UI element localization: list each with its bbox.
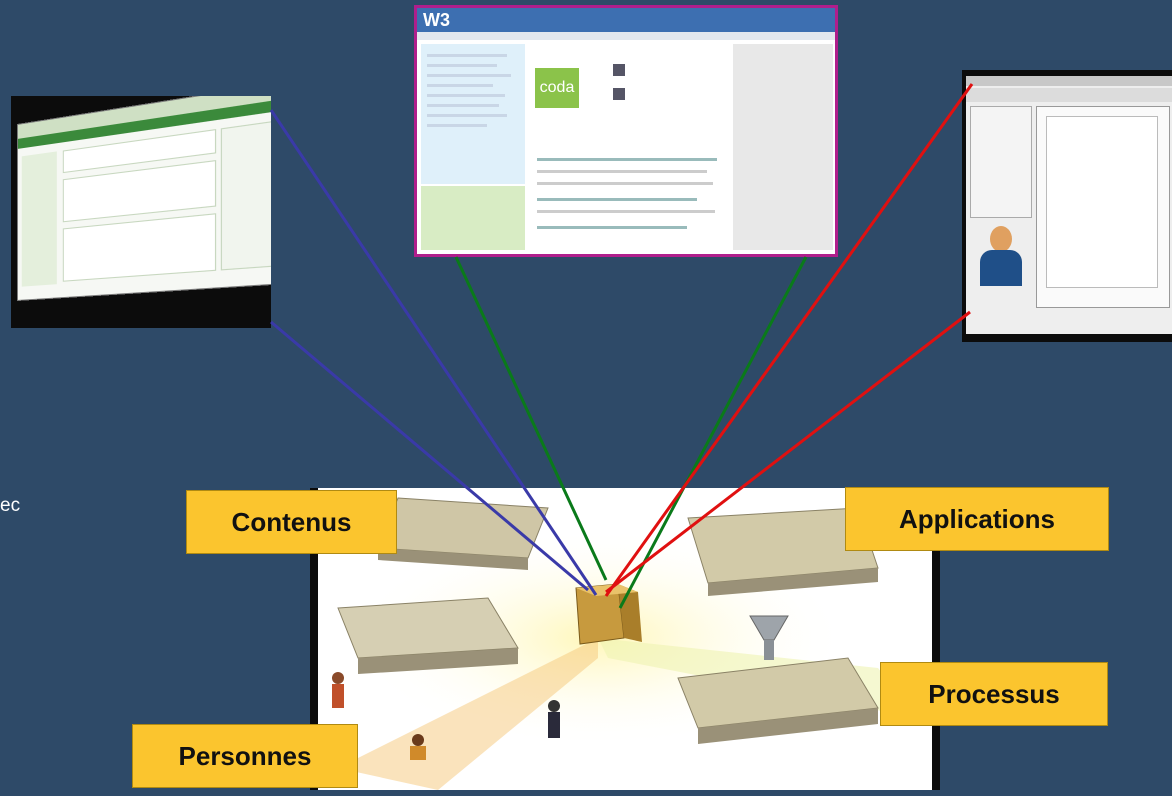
- label-contenus: Contenus: [186, 490, 397, 554]
- label-personnes: Personnes: [132, 724, 358, 788]
- coda-badge: coda: [535, 68, 579, 108]
- line-right-lower: [605, 310, 971, 594]
- line-center-right: [618, 256, 808, 609]
- screenshot-left: [11, 96, 271, 328]
- scene-illustration: [332, 497, 918, 790]
- enterprise-building-scene: [310, 488, 940, 790]
- line-right-upper: [604, 83, 974, 597]
- label-applications: Applications: [845, 487, 1109, 551]
- screenshot-right: [962, 70, 1172, 342]
- edge-text: ec: [0, 495, 21, 516]
- line-center-left: [454, 256, 608, 581]
- screenshot-center: W3 coda: [414, 5, 838, 257]
- w3-logo: W3: [423, 10, 450, 30]
- person-figure: [976, 226, 1026, 286]
- screenshot-right-page: [966, 76, 1172, 334]
- line-left-lower: [270, 320, 589, 592]
- line-left-upper: [269, 109, 598, 596]
- label-processus: Processus: [880, 662, 1108, 726]
